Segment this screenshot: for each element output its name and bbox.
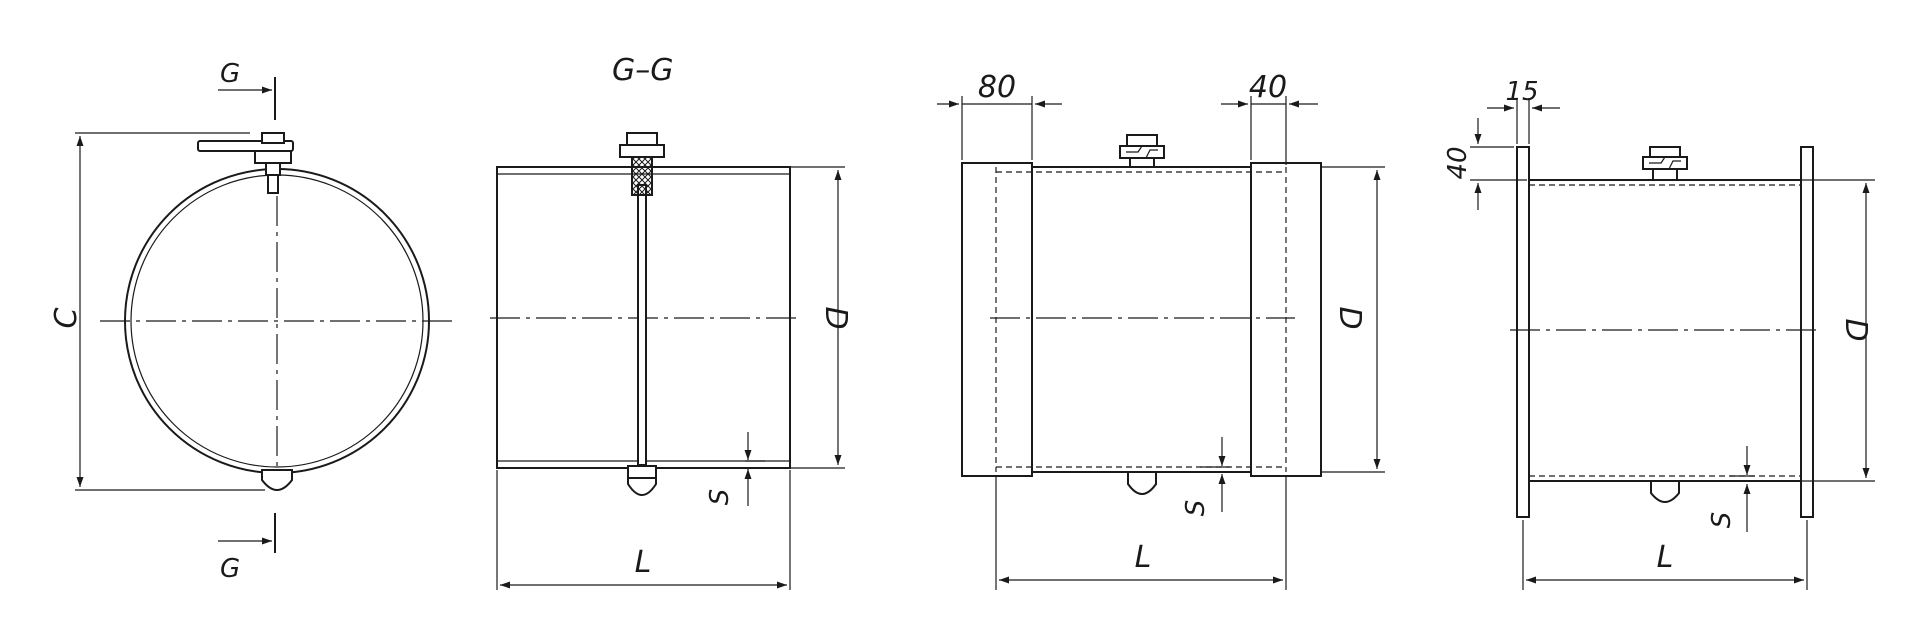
dim-c-label: C (49, 307, 84, 328)
lever-handle (197, 132, 294, 194)
right-flange (1800, 146, 1814, 518)
section-title: G–G (612, 53, 674, 88)
dim-s-label-section: S (705, 489, 735, 506)
dim-l-label-flanged: L (1657, 540, 1674, 575)
bottom-pivot (261, 469, 293, 491)
dim-d-label-section: D (818, 306, 853, 329)
bottom-fitting-nipple (1127, 471, 1157, 495)
dim-d-label-nipple: D (1332, 306, 1367, 329)
dim-80-label: 80 (978, 70, 1016, 105)
side-view-flanged: 15 40 D S L (1443, 77, 1875, 590)
section-view: G–G D S L (490, 53, 853, 590)
bottom-fitting-section (627, 465, 657, 496)
bottom-fitting-flanged (1650, 480, 1680, 503)
dim-40-top-label: 40 (1249, 70, 1287, 105)
section-mark-bottom: G (220, 554, 240, 584)
section-mark-top: G (220, 59, 240, 89)
dim-l-label-section: L (635, 545, 652, 580)
left-collar (961, 162, 1033, 477)
top-fitting-nipple (1119, 134, 1165, 168)
dim-s-label-nipple: S (1181, 500, 1211, 517)
side-view-nipple: 80 40 D S L (937, 70, 1385, 590)
left-flange (1516, 146, 1530, 518)
dim-s-label-flanged: S (1707, 512, 1737, 529)
dim-15-label: 15 (1505, 77, 1538, 107)
dim-l-label-nipple: L (1135, 540, 1152, 575)
dim-d-label-flanged: D (1838, 318, 1873, 341)
front-view: C G G (49, 59, 455, 584)
dim-40-side-label: 40 (1443, 146, 1473, 179)
top-fitting-section (619, 132, 665, 196)
top-fitting-flanged (1642, 146, 1688, 181)
damper-blade (637, 184, 647, 466)
